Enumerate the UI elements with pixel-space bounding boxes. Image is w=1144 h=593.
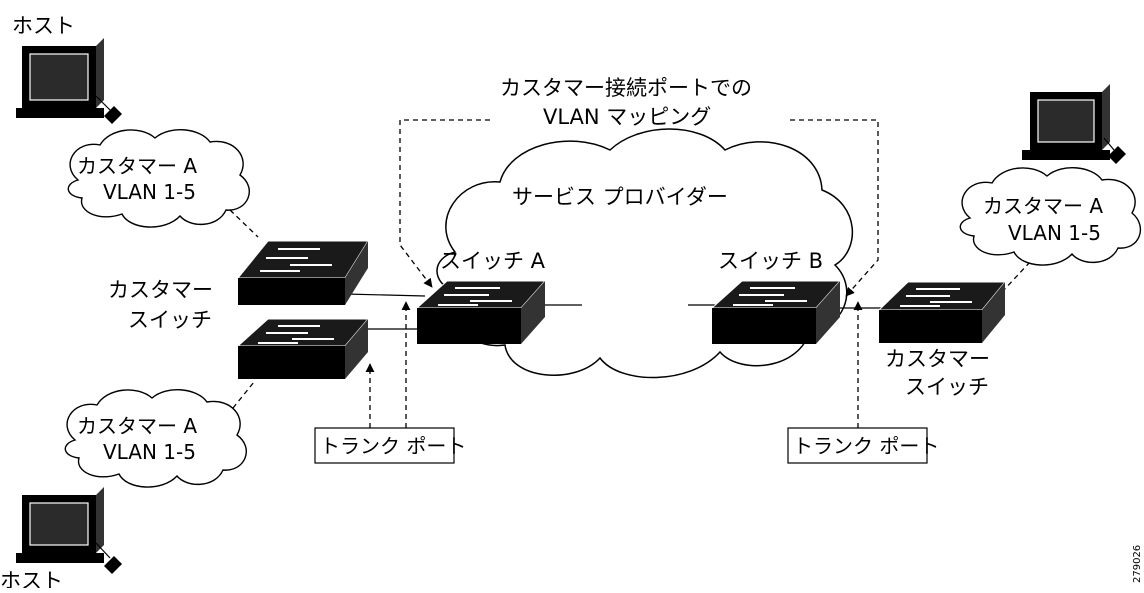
customer-switch-right-label-1: カスタマー — [885, 347, 990, 371]
vlan-mapping-label-line1: カスタマー接続ポートでの — [500, 76, 752, 100]
customer-switch-left-label-2: スイッチ — [128, 308, 212, 332]
cloud-right-line2: VLAN 1-5 — [1008, 221, 1101, 245]
trunk-port-left-box: トランク ポート — [314, 427, 466, 464]
customer-switch-right-label-2: スイッチ — [905, 375, 989, 399]
cloud-top-left: カスタマー A VLAN 1-5 — [67, 129, 250, 228]
customer-switch-lower-icon — [236, 318, 370, 379]
switch-a-label: スイッチ A — [440, 249, 546, 273]
switch-b-icon — [710, 280, 842, 344]
cloud-right-line1: カスタマー A — [983, 194, 1103, 218]
customer-switch-upper-icon — [236, 240, 369, 305]
vlan-mapping-label-line2: VLAN マッピング — [543, 105, 711, 129]
cloud-right: カスタマー A VLAN 1-5 — [959, 167, 1142, 266]
switch-b-label: スイッチ B — [718, 249, 823, 273]
trunk-port-right-label: トランク ポート — [793, 434, 939, 458]
cloud-bottom-left-line2: VLAN 1-5 — [103, 440, 196, 464]
trunk-port-right-box: トランク ポート — [787, 427, 939, 464]
host-top-label: ホスト — [12, 14, 75, 38]
cloud-bottom-left: カスタマー A VLAN 1-5 — [64, 389, 247, 488]
figure-id: 279026 — [1132, 545, 1143, 583]
host-bottom-label: ホスト — [0, 569, 63, 588]
cloud-top-left-line1: カスタマー A — [77, 154, 197, 178]
dashed-connectors — [229, 119, 1031, 428]
trunk-port-left-label: トランク ポート — [320, 434, 466, 458]
host-right-icon — [1022, 84, 1126, 164]
host-top-left-icon — [16, 38, 122, 124]
customer-switch-right-icon — [877, 281, 1007, 343]
service-provider-label: サービス プロバイダー — [512, 185, 728, 209]
cloud-top-left-line2: VLAN 1-5 — [103, 180, 196, 204]
switch-a-icon — [415, 280, 547, 344]
customer-switch-left-label-1: カスタマー — [108, 278, 213, 302]
cloud-bottom-left-line1: カスタマー A — [77, 414, 197, 438]
host-bottom-left-icon — [16, 487, 122, 574]
